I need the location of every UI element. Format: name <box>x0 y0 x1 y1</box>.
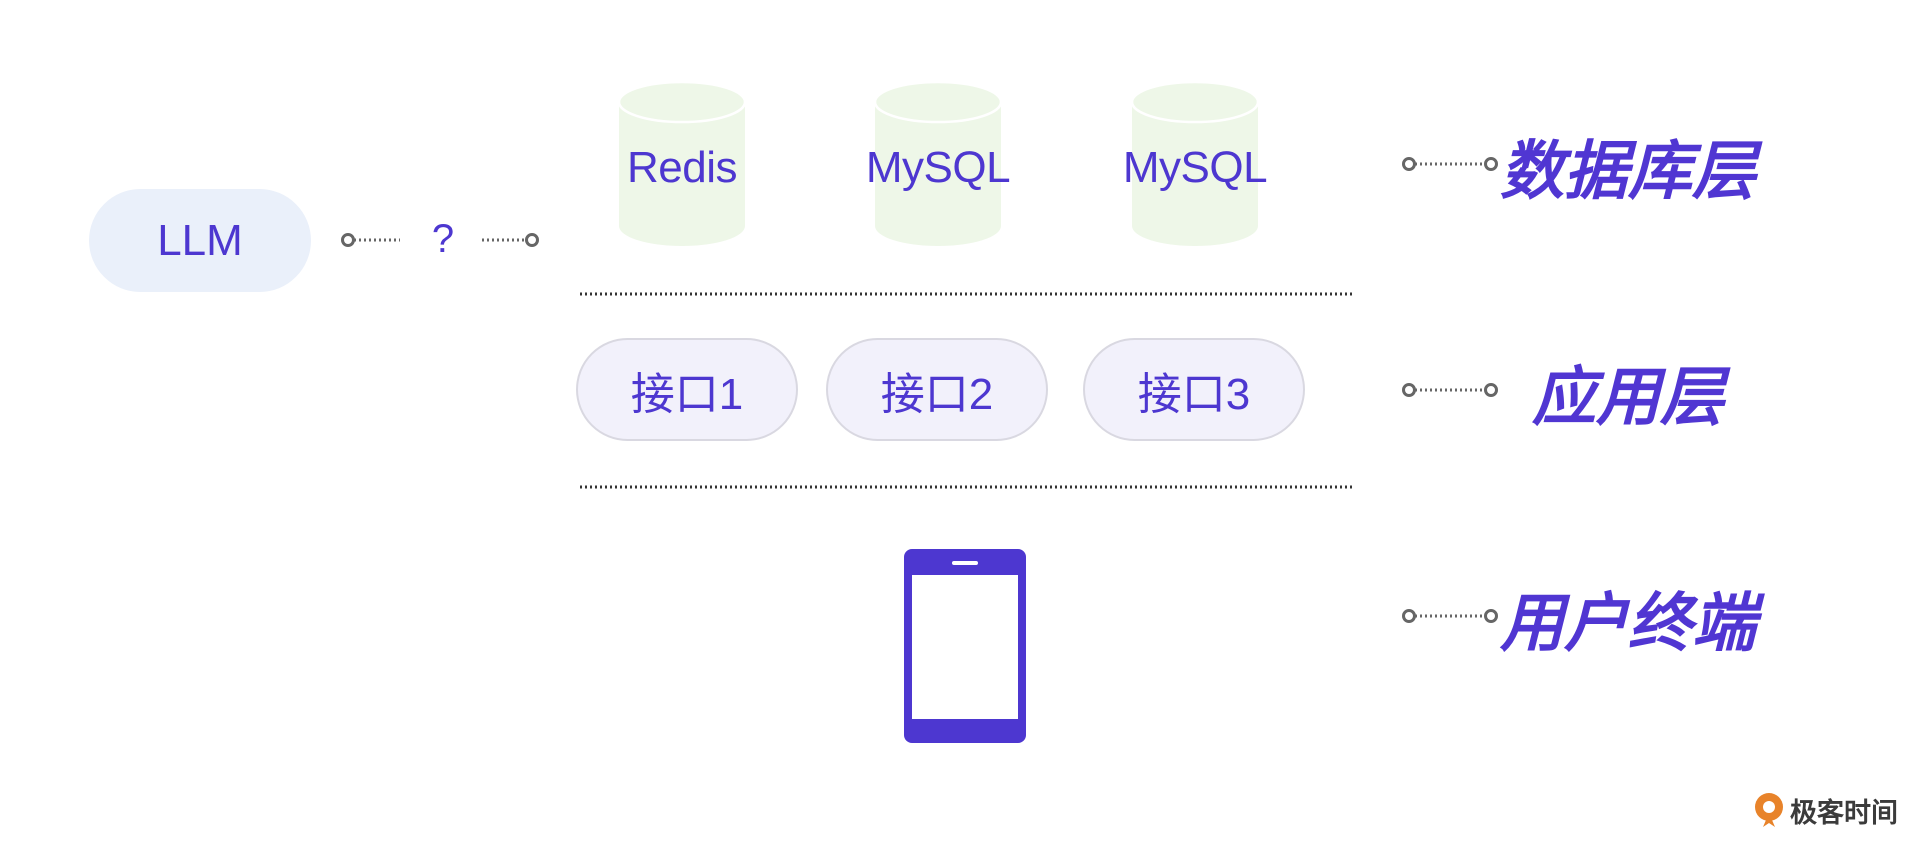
interface-label: 接口2 <box>880 369 994 419</box>
connector-end-dot <box>1484 383 1498 397</box>
database-cylinder-icon <box>617 80 747 246</box>
database-label: MySQL <box>1122 143 1268 192</box>
phone-icon <box>904 549 1026 743</box>
connector-end-dot <box>1402 383 1416 397</box>
llm-node: LLM <box>89 189 311 292</box>
layer-title-application: 应用层 <box>1532 361 1724 433</box>
database-mysql-2: MySQL <box>1123 80 1268 250</box>
connector-end-dot <box>1484 609 1498 623</box>
layer-title-database: 数据库层 <box>1500 135 1756 207</box>
brand-name: 极客时间 <box>1790 797 1898 828</box>
connector-end-dot <box>341 233 355 247</box>
database-redis: Redis <box>617 80 747 250</box>
database-label: MySQL <box>865 143 1011 192</box>
database-cylinder-icon <box>1130 80 1260 246</box>
brand-logo: 极客时间 <box>1752 790 1898 830</box>
connector-end-dot <box>1484 157 1498 171</box>
interface-label: 接口3 <box>1137 369 1251 419</box>
database-cylinder-icon <box>873 80 1003 246</box>
connector-end-dot <box>525 233 539 247</box>
database-label: Redis <box>627 143 738 192</box>
interface-node-3: 接口3 <box>1083 338 1305 441</box>
database-mysql-1: MySQL <box>866 80 1011 250</box>
connector-end-dot <box>1402 609 1416 623</box>
interface-label: 接口1 <box>630 369 744 419</box>
layer-title-terminal: 用户终端 <box>1500 587 1756 659</box>
interface-node-2: 接口2 <box>826 338 1048 441</box>
geektime-logo-icon <box>1755 793 1783 827</box>
interface-node-1: 接口1 <box>576 338 798 441</box>
unknown-link-label: ? <box>431 217 455 261</box>
llm-label: LLM <box>157 215 243 265</box>
connector-end-dot <box>1402 157 1416 171</box>
